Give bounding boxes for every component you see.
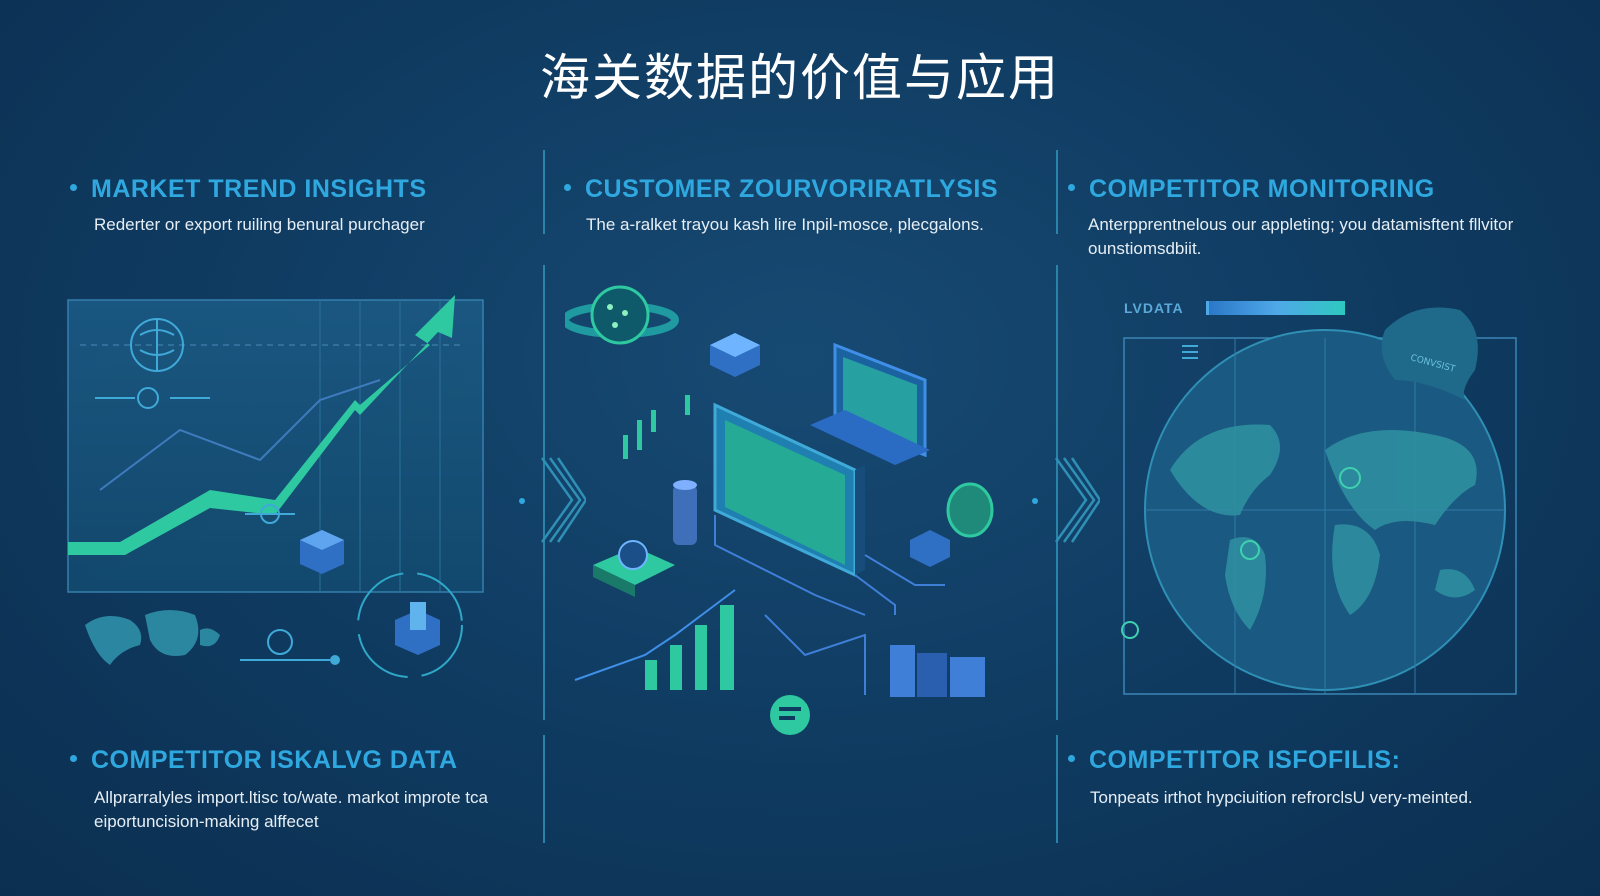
- divider-right-mid: [1056, 265, 1058, 720]
- section-desc-market-trend: Rederter or export ruiling benural purch…: [94, 215, 425, 234]
- bullet-icon: [1068, 754, 1075, 762]
- gear-icon: [245, 504, 295, 524]
- section-title-competitor-data: COMPETITOR ISKALVG DATA: [70, 746, 458, 775]
- divider-right-bottom: [1056, 735, 1058, 843]
- server-icon: [910, 530, 950, 567]
- database-icon: [673, 480, 697, 545]
- section-desc-competitor-profiles: Tonpeats irthot hypciuition refrorclsU v…: [1090, 788, 1473, 807]
- brain-icon: [130, 318, 184, 372]
- node-icon: [240, 629, 340, 665]
- bullet-icon: [1068, 183, 1075, 191]
- laptop-icon: [810, 342, 930, 465]
- bar-chart-icon: [645, 605, 734, 690]
- chevron-dot: [1032, 498, 1038, 504]
- shield-icon: [946, 482, 994, 538]
- divider-right-top: [1056, 150, 1058, 234]
- data-progress-bar: [1206, 301, 1345, 315]
- badge-icon: CONVSIST: [1381, 307, 1478, 400]
- divider-left-mid: [543, 265, 545, 720]
- location-marker-icon: [1121, 467, 1361, 639]
- bullet-icon: [70, 754, 77, 762]
- divider-left-bottom: [543, 735, 545, 843]
- chat-bubble-icon: [770, 695, 810, 735]
- chevron-right-icon: [1054, 457, 1100, 543]
- section-title-competitor-monitoring: COMPETITOR MONITORING: [1068, 175, 1435, 204]
- section-title-market-trend: MARKET TREND INSIGHTS: [70, 175, 427, 204]
- divider-left-top: [543, 150, 545, 234]
- section-desc-competitor-monitoring: Anterpprentnelous our appleting; you dat…: [1088, 215, 1514, 258]
- page-title: 海关数据的价值与应用: [540, 49, 1060, 107]
- bullet-icon: [70, 183, 77, 191]
- building-icon: [890, 645, 985, 697]
- bullet-icon: [564, 183, 571, 191]
- menu-icon: [1182, 345, 1198, 359]
- section-desc-customer: The a-ralket trayou kash lire Inpil-mosc…: [586, 215, 984, 234]
- globe-icon: [565, 285, 679, 345]
- section-title-competitor-profiles: COMPETITOR ISFOFILIS:: [1068, 746, 1400, 775]
- server-icon: [710, 333, 760, 377]
- server-icon: [300, 530, 344, 574]
- chevron-right-icon: [540, 457, 586, 543]
- target-icon: [95, 387, 210, 409]
- database-icon: [395, 602, 440, 655]
- analytics-illustration: [565, 285, 994, 735]
- trend-arrow-icon: [68, 295, 455, 555]
- trend-illustration: [67, 295, 484, 678]
- chip-icon: [593, 540, 675, 597]
- data-bar-label: LVDATA: [1124, 300, 1184, 316]
- candle-chart-icon: [623, 395, 690, 459]
- world-map-icon: [85, 610, 220, 665]
- section-desc-competitor-data: Allprarralyles import.ltisc to/wate. mar…: [94, 788, 488, 831]
- section-title-customer: CUSTOMER ZOURVORIRATLYSIS: [564, 175, 998, 204]
- chevron-dot: [519, 498, 525, 504]
- world-map-illustration: CONVSIST: [1121, 307, 1517, 695]
